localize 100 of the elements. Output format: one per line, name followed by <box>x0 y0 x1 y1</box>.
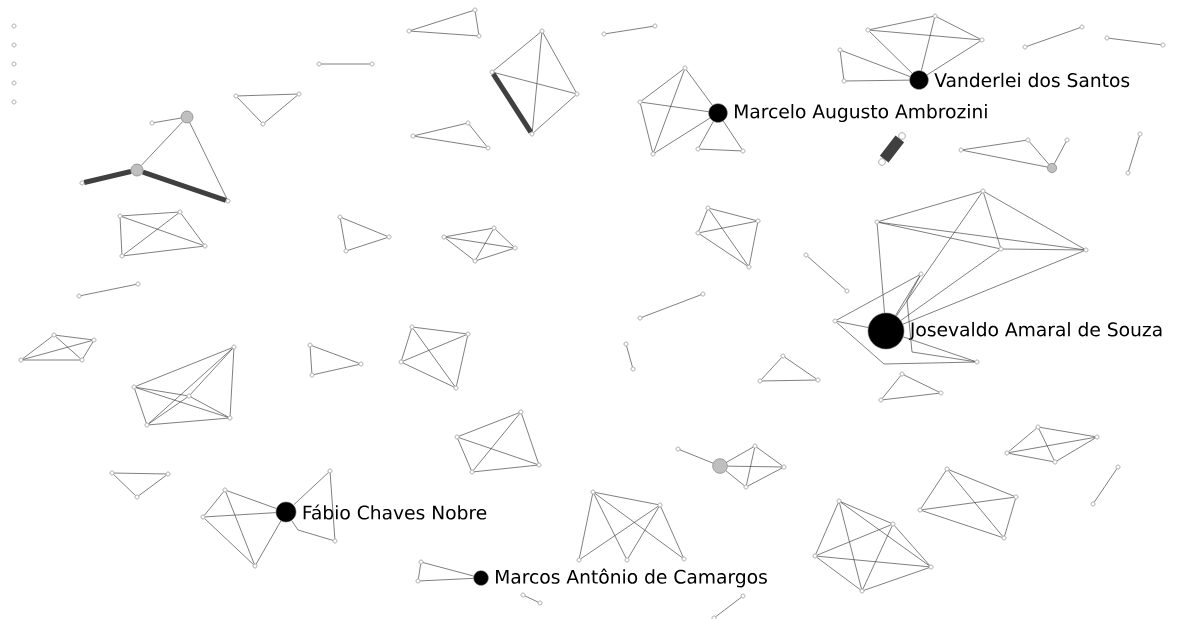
edge <box>1004 498 1016 537</box>
edge <box>699 221 757 233</box>
vertex <box>899 371 905 377</box>
vertex <box>316 61 322 67</box>
edge <box>190 396 229 418</box>
vertex <box>711 615 717 619</box>
edge <box>816 555 930 568</box>
vertex <box>630 366 636 372</box>
vertex <box>938 390 944 396</box>
edge <box>418 563 421 580</box>
edge <box>869 16 934 30</box>
edge <box>113 474 136 496</box>
edge <box>329 472 336 540</box>
edge <box>138 475 167 496</box>
edge <box>747 467 783 487</box>
vertex <box>518 409 524 415</box>
edge <box>313 364 360 375</box>
edge <box>419 578 474 582</box>
edge <box>807 256 846 290</box>
vertex <box>652 23 658 29</box>
vertex <box>601 31 607 37</box>
vertex <box>700 291 706 297</box>
edge <box>341 217 388 237</box>
edge <box>190 348 233 395</box>
vertex <box>624 557 630 563</box>
edge <box>123 213 179 255</box>
edge <box>902 250 1085 325</box>
edge <box>640 103 653 153</box>
edge <box>903 374 940 393</box>
edge <box>293 472 329 506</box>
edge <box>878 222 1000 249</box>
vertex <box>890 521 896 527</box>
edge <box>475 11 479 35</box>
vertex <box>1035 424 1041 430</box>
edge <box>1002 248 1085 251</box>
vertex <box>740 148 746 154</box>
vertex <box>1083 247 1089 253</box>
edge <box>55 336 81 359</box>
edge <box>475 229 494 260</box>
vertex <box>415 578 421 584</box>
vertex <box>803 252 809 258</box>
edge <box>725 470 745 486</box>
vertex <box>705 205 711 211</box>
edge <box>983 192 1001 248</box>
vertex <box>1090 501 1096 507</box>
edge <box>119 217 123 255</box>
vertex <box>1104 35 1110 41</box>
vertex <box>837 47 843 53</box>
edge <box>1026 27 1081 47</box>
vertex <box>343 248 349 254</box>
vertex <box>932 13 938 19</box>
edge <box>698 121 714 148</box>
edge <box>882 375 901 399</box>
vertex <box>76 293 82 299</box>
edge <box>761 379 817 382</box>
edge <box>698 209 708 232</box>
edge <box>237 93 298 97</box>
vertex <box>472 258 478 264</box>
edge <box>715 597 742 617</box>
vertex <box>675 446 681 452</box>
vertex <box>918 271 924 277</box>
edge <box>1038 428 1055 461</box>
vertex <box>491 225 497 231</box>
edge <box>660 506 684 558</box>
vertex <box>202 243 208 249</box>
vertex <box>520 592 526 598</box>
edge <box>894 525 930 566</box>
edge <box>948 470 1003 537</box>
edge <box>836 321 869 328</box>
vertex <box>489 69 495 75</box>
edge <box>699 148 742 152</box>
vertex <box>409 324 415 330</box>
vertex <box>79 180 85 186</box>
vertex <box>781 464 787 470</box>
edge <box>594 493 683 558</box>
vertex <box>874 219 880 225</box>
vertex <box>11 80 17 86</box>
edge <box>402 334 467 362</box>
edge <box>699 233 748 267</box>
edge <box>1056 437 1096 462</box>
edge <box>679 449 714 464</box>
vertex <box>453 385 459 391</box>
vertex <box>296 91 302 97</box>
vertex <box>743 484 749 490</box>
edge <box>445 237 514 248</box>
edge <box>709 208 757 221</box>
edge <box>410 30 478 37</box>
edge <box>264 95 298 123</box>
vertex <box>131 384 137 390</box>
edge <box>226 490 277 509</box>
vertex <box>130 163 144 177</box>
edge <box>1008 453 1054 462</box>
vertex <box>398 359 404 365</box>
vertex <box>980 188 986 194</box>
vertex <box>307 342 313 348</box>
edge <box>869 31 913 74</box>
vertex <box>974 359 980 365</box>
edge <box>845 79 910 82</box>
vertex <box>537 600 543 606</box>
vertex <box>418 559 424 565</box>
